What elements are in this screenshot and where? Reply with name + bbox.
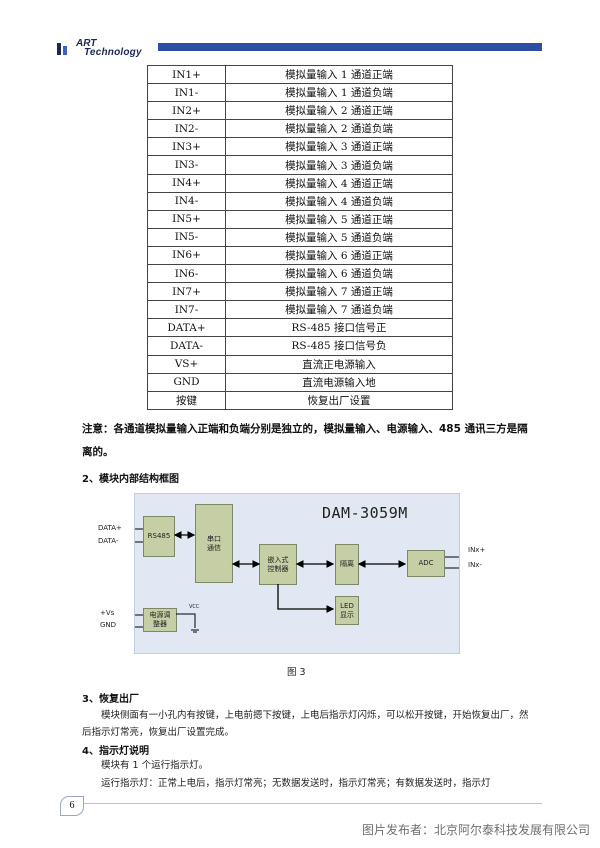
pin-description-cell: 模拟量输入 2 通道负端 xyxy=(225,119,453,139)
pin-description-cell: 模拟量输入 5 通道负端 xyxy=(225,227,453,247)
section-4-title: 4、指示灯说明 xyxy=(82,746,149,757)
table-row: DATA-RS-485 接口信号负 xyxy=(147,336,453,356)
table-row: 按键恢复出厂设置 xyxy=(147,390,453,410)
section-4-line1: 模块有 1 个运行指示灯。 xyxy=(101,760,209,771)
pin-name-cell: IN2- xyxy=(147,119,226,139)
table-row: IN2+模拟量输入 2 通道正端 xyxy=(147,101,453,121)
table-row: IN6+模拟量输入 6 通道正端 xyxy=(147,245,453,266)
block-led: LED 显示 xyxy=(335,596,359,625)
mcu-led-link xyxy=(277,584,335,613)
section-4-line2: 运行指示灯：正常上电后，指示灯常亮；无数据发送时，指示灯常亮；有数据发送时，指示… xyxy=(101,778,491,789)
pin-description-cell: 模拟量输入 3 通道正端 xyxy=(225,137,453,157)
pin-description-cell: 模拟量输入 7 通道正端 xyxy=(225,282,453,302)
pin-description-cell: RS-485 接口信号负 xyxy=(225,336,453,356)
signal-data-minus: DATA- xyxy=(98,537,119,545)
table-row: IN5+模拟量输入 5 通道正端 xyxy=(147,209,453,229)
pin-name-cell: IN4+ xyxy=(147,173,226,193)
pin-name-cell: IN3- xyxy=(147,155,226,175)
page-number: 6 xyxy=(60,796,84,816)
pin-name-cell: GND xyxy=(147,372,226,392)
diagram-connections xyxy=(135,528,459,633)
pin-description-cell: 模拟量输入 1 通道负端 xyxy=(225,83,453,103)
table-row: IN3+模拟量输入 3 通道正端 xyxy=(147,137,453,157)
table-row: IN7+模拟量输入 7 通道正端 xyxy=(147,282,453,302)
figure-caption: 图 3 xyxy=(287,667,306,678)
pin-description-cell: 模拟量输入 2 通道正端 xyxy=(225,101,453,121)
footer-line xyxy=(74,803,542,804)
section-3-text: 模块侧面有一小孔内有按键，上电前摁下按键，上电后指示灯闪烁，可以松开按键，开始恢… xyxy=(82,710,529,738)
pin-name-cell: IN7+ xyxy=(147,282,226,302)
signal-data-plus: DATA+ xyxy=(98,524,122,532)
pin-description-cell: RS-485 接口信号正 xyxy=(225,318,453,338)
logo-text-technology: Technology xyxy=(84,47,142,58)
table-row: VS+直流正电源输入 xyxy=(147,354,453,374)
pin-name-cell: IN2+ xyxy=(147,101,226,121)
pin-name-cell: DATA+ xyxy=(147,318,226,338)
block-diagram: DAM-3059M RS485 串口 通信 嵌入式 控制器 隔离 ADC LED… xyxy=(134,493,460,654)
pin-name-cell: IN3+ xyxy=(147,137,226,157)
table-row: IN3-模拟量输入 3 通道负端 xyxy=(147,155,453,175)
pin-description-cell: 模拟量输入 7 通道负端 xyxy=(225,300,453,320)
table-row: IN1-模拟量输入 1 通道负端 xyxy=(147,83,453,103)
table-row: IN1+模拟量输入 1 通道正端 xyxy=(147,64,453,85)
logo-mark-icon xyxy=(57,43,67,55)
signal-vcc: VCC xyxy=(189,604,200,610)
signal-inx-minus: INx- xyxy=(468,561,482,569)
header-bar xyxy=(158,43,542,51)
pin-description-cell: 模拟量输入 3 通道负端 xyxy=(225,155,453,175)
table-row: IN6-模拟量输入 6 通道负端 xyxy=(147,264,453,284)
pin-description-cell: 模拟量输入 1 通道正端 xyxy=(225,64,453,85)
pin-description-cell: 模拟量输入 4 通道正端 xyxy=(225,173,453,193)
pin-name-cell: IN7- xyxy=(147,300,226,320)
diagram-title: DAM-3059M xyxy=(322,504,408,522)
pin-name-cell: 按键 xyxy=(147,390,226,410)
pin-description-cell: 恢复出厂设置 xyxy=(225,390,453,410)
pin-description-cell: 模拟量输入 6 通道负端 xyxy=(225,264,453,284)
pin-name-cell: IN6+ xyxy=(147,245,226,266)
table-row: IN5-模拟量输入 5 通道负端 xyxy=(147,227,453,247)
block-adc: ADC xyxy=(407,550,445,577)
table-row: DATA+RS-485 接口信号正 xyxy=(147,318,453,338)
pin-name-cell: DATA- xyxy=(147,336,226,356)
vcc-line xyxy=(176,613,196,628)
table-row: IN7-模拟量输入 7 通道负端 xyxy=(147,300,453,320)
logo-text-art: ART xyxy=(76,38,97,49)
table-row: IN4-模拟量输入 4 通道负端 xyxy=(147,191,453,211)
company-logo: ART Technology xyxy=(56,38,166,60)
signal-vs: +Vs xyxy=(100,609,115,617)
pin-description-cell: 模拟量输入 5 通道正端 xyxy=(225,209,453,229)
block-power: 电源调 整器 xyxy=(143,608,177,632)
pin-name-cell: IN1+ xyxy=(147,64,226,85)
publisher-watermark: 图片发布者：北京阿尔泰科技发展有限公司 xyxy=(361,823,590,837)
pin-description-cell: 模拟量输入 6 通道正端 xyxy=(225,245,453,266)
block-serial: 串口 通信 xyxy=(195,504,233,583)
block-mcu: 嵌入式 控制器 xyxy=(259,544,297,585)
signal-gnd: GND xyxy=(100,621,117,629)
pin-name-cell: VS+ xyxy=(147,354,226,374)
signal-inx-plus: INx+ xyxy=(468,546,486,554)
pin-name-cell: IN5+ xyxy=(147,209,226,229)
table-row: IN4+模拟量输入 4 通道正端 xyxy=(147,173,453,193)
isolation-note: 注意：各通道模拟量输入正端和负端分别是独立的，模拟量输入、电源输入、485 通讯… xyxy=(82,423,528,458)
section-2-title: 2、模块内部结构框图 xyxy=(82,474,179,485)
pin-name-cell: IN6- xyxy=(147,264,226,284)
table-row: IN2-模拟量输入 2 通道负端 xyxy=(147,119,453,139)
pin-name-cell: IN4- xyxy=(147,191,226,211)
pin-description-cell: 直流电源输入地 xyxy=(225,372,453,392)
section-3-title: 3、恢复出厂 xyxy=(82,694,139,705)
pin-name-cell: IN5- xyxy=(147,227,226,247)
pin-description-cell: 直流正电源输入 xyxy=(225,354,453,374)
pin-description-cell: 模拟量输入 4 通道负端 xyxy=(225,191,453,211)
pin-name-cell: IN1- xyxy=(147,83,226,103)
